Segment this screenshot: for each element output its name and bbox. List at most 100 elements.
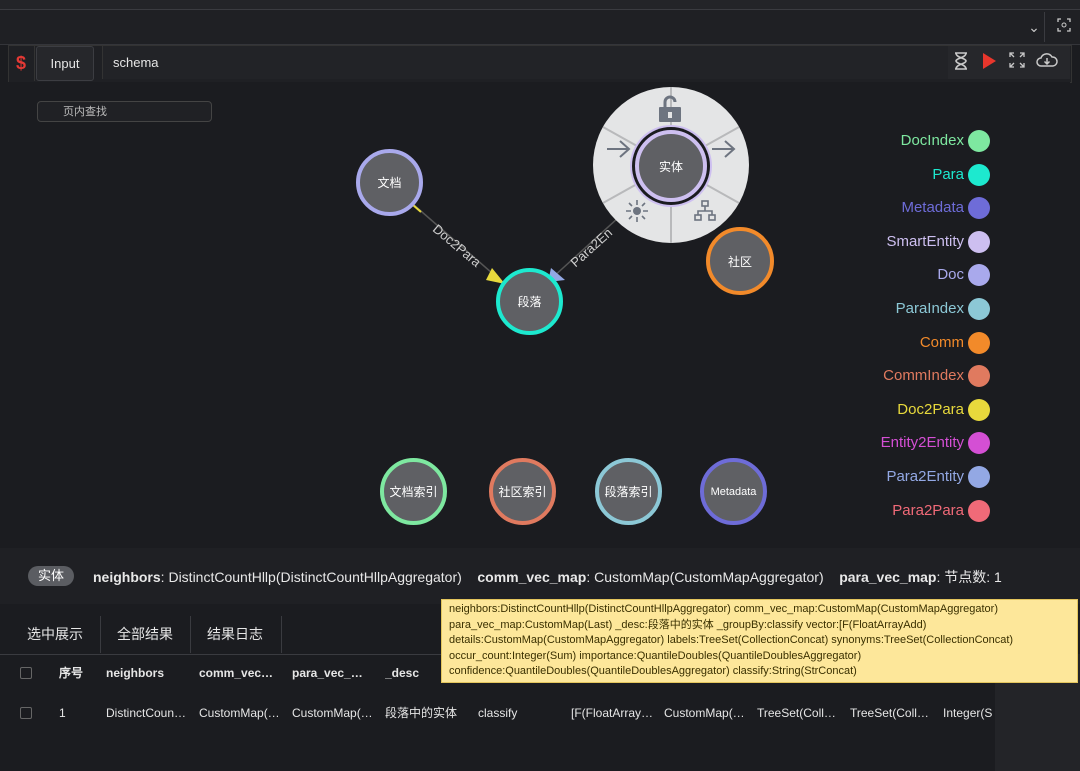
legend-color-dot <box>968 365 990 388</box>
tab-selected-view[interactable]: 选中展示 <box>27 626 83 642</box>
tab-result-log[interactable]: 结果日志 <box>207 626 263 642</box>
prop-name-comm-vec-map: comm_vec_map <box>477 569 587 585</box>
window-top-strip <box>0 0 1080 10</box>
input-mode-button[interactable]: Input <box>36 46 94 81</box>
col-header-para-vec[interactable]: para_vec_… <box>292 666 363 680</box>
node-doc-index[interactable]: 文档索引 <box>380 458 447 525</box>
legend-color-dot <box>968 298 990 320</box>
table-cell: CustomMap(… <box>292 706 373 720</box>
tooltip-line: para_vec_map:CustomMap(Last) _desc:段落中的实… <box>449 618 927 631</box>
run-play-icon[interactable] <box>978 52 1000 74</box>
node-doc[interactable]: 文档 <box>356 149 423 216</box>
tab-all-results[interactable]: 全部结果 <box>117 626 173 642</box>
table-cell: Integer(S <box>943 706 993 720</box>
legend-item[interactable]: Para2Entity <box>860 465 992 489</box>
arrow-right-out-icon[interactable] <box>710 138 738 165</box>
prop-value-comm-vec-map: CustomMap(CustomMapAggregator) <box>594 569 824 585</box>
secondary-toolbar: ⌄ <box>0 10 1080 45</box>
legend-item[interactable]: CommIndex <box>860 364 992 388</box>
row-checkbox[interactable] <box>20 707 32 719</box>
tab-divider <box>281 616 282 653</box>
cloud-download-icon[interactable] <box>1036 52 1058 74</box>
chevron-down-icon[interactable]: ⌄ <box>1028 19 1040 35</box>
hourglass-icon[interactable] <box>950 52 972 74</box>
legend-item[interactable]: DocIndex <box>860 129 992 153</box>
legend-item[interactable]: ParaIndex <box>860 297 992 321</box>
legend-color-dot <box>968 230 990 253</box>
legend-label: Para2Para <box>892 501 964 519</box>
tab-divider <box>190 616 191 653</box>
legend-item[interactable]: Doc <box>860 263 992 287</box>
legend-label: DocIndex <box>900 132 964 149</box>
table-cell: TreeSet(Coll… <box>757 706 836 720</box>
page-search-input[interactable]: 页内查找 <box>37 101 212 122</box>
col-header-desc[interactable]: _desc <box>385 666 420 680</box>
lock-icon[interactable] <box>657 95 683 128</box>
legend-label: Comm <box>919 333 964 351</box>
col-header-comm-vec[interactable]: comm_vec… <box>199 666 274 680</box>
prop-value-neighbors: DistinctCountHllp(DistinctCountHllpAggre… <box>168 569 462 585</box>
node-count-label: 节点数: 1 <box>944 569 1002 585</box>
legend-label: CommIndex <box>883 367 964 385</box>
legend-label: SmartEntity <box>886 232 964 250</box>
table-cell: CustomMap(… <box>664 706 745 720</box>
query-input[interactable]: schema <box>102 46 948 79</box>
node-metadata[interactable]: Metadata <box>700 458 767 525</box>
legend-item[interactable]: Doc2Para <box>860 398 992 422</box>
legend-color-dot <box>968 163 990 186</box>
fullscreen-icon[interactable] <box>1006 52 1028 74</box>
arrow-right-icon[interactable] <box>605 138 633 165</box>
legend-item[interactable]: SmartEntity <box>860 230 992 254</box>
table-cell: [F(FloatArray… <box>571 706 654 720</box>
col-header-index[interactable]: 序号 <box>59 666 84 680</box>
legend-label: Para <box>932 165 964 183</box>
table-cell: classify <box>478 706 518 720</box>
legend-label: Doc2Para <box>897 400 964 418</box>
node-para[interactable]: 段落 <box>496 268 563 335</box>
table-cell: TreeSet(Coll… <box>850 706 929 720</box>
legend-label: Metadata <box>901 199 964 217</box>
focus-crosshair-icon[interactable] <box>625 199 649 228</box>
screenshot-icon[interactable] <box>1055 18 1073 36</box>
tooltip-line: neighbors:DistinctCountHllp(DistinctCoun… <box>449 603 999 615</box>
legend-color-dot <box>968 466 990 488</box>
node-para-index[interactable]: 段落索引 <box>595 458 662 525</box>
table-cell: 段落中的实体 <box>385 706 458 720</box>
tooltip-line: confidence:QuantileDoubles(QuantileDoubl… <box>449 665 857 677</box>
selected-properties-summary: neighbors: DistinctCountHllp(DistinctCou… <box>93 569 1002 585</box>
legend-color-dot <box>968 331 990 354</box>
dollar-icon: $ <box>8 45 35 81</box>
legend-color-dot <box>968 264 990 287</box>
legend-item[interactable]: Para2Para <box>860 499 992 523</box>
legend-color-dot <box>968 197 990 220</box>
tooltip-line: occur_count:Integer(Sum) importance:Quan… <box>449 649 862 662</box>
node-comm[interactable]: 社区 <box>706 227 774 295</box>
node-comm-index[interactable]: 社区索引 <box>489 458 556 525</box>
tooltip-line: details:CustomMap(CustomMapAggregator) l… <box>449 634 1014 646</box>
legend-item[interactable]: Comm <box>860 331 992 355</box>
edge-doc2para <box>413 204 501 281</box>
col-header-neighbors[interactable]: neighbors <box>106 666 165 680</box>
doc-edge-stub <box>412 204 422 213</box>
table-cell: 1 <box>59 706 66 720</box>
selected-type-badge: 实体 <box>28 566 74 586</box>
doc2para-arrow <box>486 268 505 284</box>
legend-item[interactable]: Metadata <box>860 196 992 220</box>
selection-info-bar <box>0 548 1080 604</box>
table-cell: CustomMap(… <box>199 706 280 720</box>
legend-color-dot <box>968 130 990 152</box>
prop-name-neighbors: neighbors <box>93 569 161 585</box>
node-entity[interactable]: 实体 <box>635 130 707 202</box>
legend-color-dot <box>968 398 990 421</box>
tab-divider <box>100 616 101 653</box>
select-all-checkbox[interactable] <box>20 667 32 679</box>
legend-label: Entity2Entity <box>880 434 964 452</box>
toolbar-divider <box>1044 12 1045 42</box>
legend-item[interactable]: Entity2Entity <box>860 431 992 455</box>
query-tools <box>948 46 1070 79</box>
legend-item[interactable]: Para <box>860 163 992 187</box>
legend-label: Para2Entity <box>886 468 964 485</box>
legend-color-dot <box>968 499 990 522</box>
hierarchy-icon[interactable] <box>693 199 717 228</box>
